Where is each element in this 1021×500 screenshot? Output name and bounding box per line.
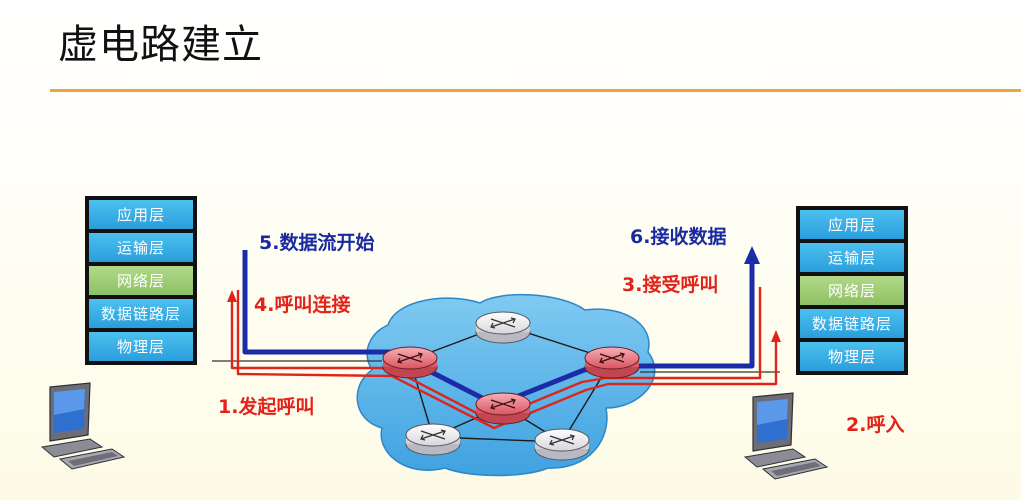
step-5-label: 5.数据流开始 <box>259 232 375 254</box>
right-protocol-stack: 应用层 运输层 网络层 数据链路层 物理层 <box>796 206 908 375</box>
data-receive-arrow <box>744 246 760 264</box>
router-icon <box>397 352 423 364</box>
right-layer-application: 应用层 <box>800 210 904 239</box>
router-right <box>584 346 640 379</box>
data-flow-path <box>242 250 755 408</box>
call-accept-line <box>236 290 778 430</box>
page-title: 虚电路建立 <box>58 22 263 68</box>
router-icon <box>490 317 516 329</box>
step-4-label: 4.呼叫连接 <box>254 294 351 316</box>
right-layer-transport: 运输层 <box>800 243 904 272</box>
left-layer-physical: 物理层 <box>89 332 193 361</box>
right-layer-physical: 物理层 <box>800 342 904 371</box>
right-layer-datalink: 数据链路层 <box>800 309 904 338</box>
router-bottom-right <box>534 428 590 461</box>
left-layer-application: 应用层 <box>89 200 193 229</box>
router-icon <box>549 434 575 446</box>
router-bottom-left <box>405 423 461 456</box>
router-middle <box>475 392 531 425</box>
call-request-line <box>230 287 762 422</box>
call-setup-path <box>230 287 778 430</box>
left-protocol-stack: 应用层 运输层 网络层 数据链路层 物理层 <box>85 196 197 365</box>
step-3-label: 3.接受呼叫 <box>622 274 719 296</box>
left-layer-network: 网络层 <box>89 266 193 295</box>
title-divider <box>50 89 1021 92</box>
right-layer-network: 网络层 <box>800 276 904 305</box>
router-icon <box>490 398 516 410</box>
router-top <box>475 311 531 344</box>
step-6-label: 6.接收数据 <box>630 226 727 248</box>
step-1-label: 1.发起呼叫 <box>218 396 315 418</box>
left-layer-datalink: 数据链路层 <box>89 299 193 328</box>
step-2-label: 2.呼入 <box>846 414 905 436</box>
right-computer-icon <box>743 392 829 480</box>
call-incoming-arrow <box>771 330 781 342</box>
router-icon <box>599 352 625 364</box>
call-connected-arrow <box>227 290 237 302</box>
router-icon <box>420 429 446 441</box>
left-computer-icon <box>40 382 126 470</box>
router-left <box>382 346 438 379</box>
left-layer-transport: 运输层 <box>89 233 193 262</box>
